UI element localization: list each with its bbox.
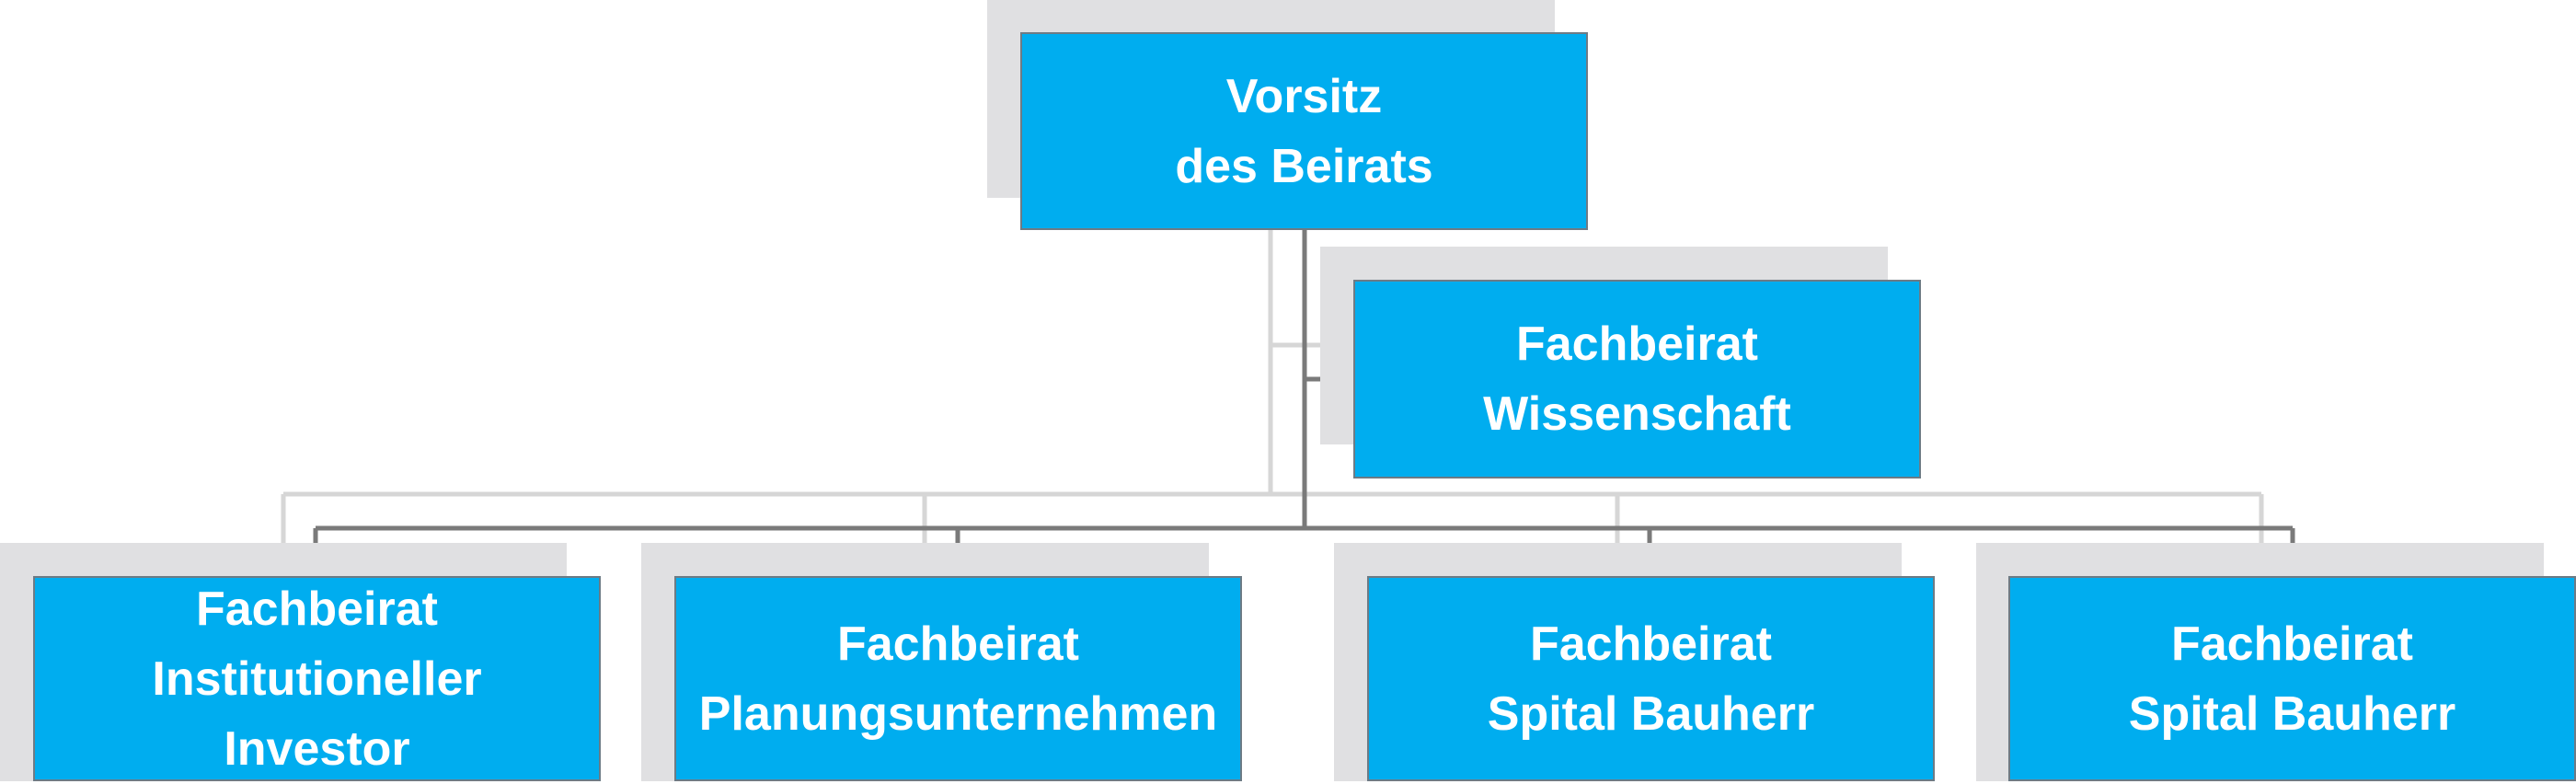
hospital-node-2[interactable]: Fachbeirat Spital Bauherr: [2008, 576, 2576, 781]
ghost-connectors: [281, 225, 2264, 543]
planning-node-line-1: Fachbeirat: [837, 617, 1079, 671]
chair-node-line-2: des Beirats: [1175, 139, 1433, 193]
hospital-node-2-line-2: Spital Bauherr: [2128, 686, 2456, 741]
hospital-node-1-line-1: Fachbeirat: [1530, 617, 1772, 671]
hospital-node-2-line-1: Fachbeirat: [2171, 617, 2413, 671]
chair-node-line-1: Vorsitz: [1225, 69, 1383, 123]
planning-node-line-2: Planungsunternehmen: [698, 686, 1218, 741]
hospital-node-1-line-2: Spital Bauherr: [1487, 686, 1815, 741]
investor-node-line-2: Institutioneller: [152, 651, 482, 706]
investor-node-line-1: Fachbeirat: [196, 582, 438, 636]
science-node[interactable]: Fachbeirat Wissenschaft: [1353, 280, 1921, 478]
hospital-node-1[interactable]: Fachbeirat Spital Bauherr: [1367, 576, 1935, 781]
chair-node[interactable]: Vorsitz des Beirats: [1020, 32, 1588, 230]
main-connectors: [313, 230, 2295, 577]
investor-node-line-3: Investor: [224, 721, 410, 776]
planning-node[interactable]: Fachbeirat Planungsunternehmen: [674, 576, 1242, 781]
science-node-line-2: Wissenschaft: [1483, 387, 1791, 441]
investor-node[interactable]: Fachbeirat Institutioneller Investor: [33, 576, 601, 781]
science-node-line-1: Fachbeirat: [1516, 317, 1758, 371]
